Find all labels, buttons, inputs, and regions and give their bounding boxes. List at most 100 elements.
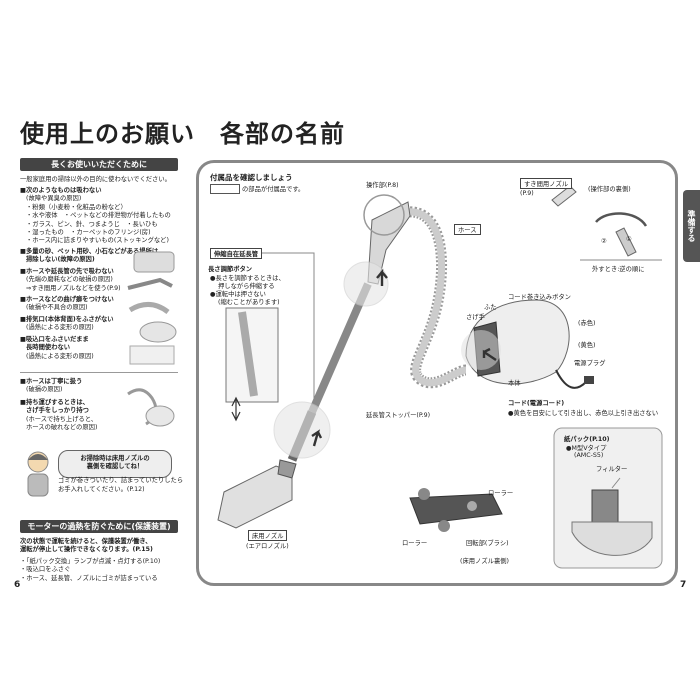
- bubble-note-1: ゴミが巻きついたり、詰まっていたりしたら: [58, 477, 184, 484]
- label-step-1: ①: [626, 236, 632, 243]
- exhaust-sub: (過熱による変形の原因): [26, 324, 94, 332]
- carry-sub: (ホースで持ち上げると、: [26, 415, 98, 423]
- label-length-button: 長さ調節ボタン: [208, 266, 253, 273]
- grip-back-nozzle: [615, 227, 637, 257]
- no-suck-item: ・ガラス、ピン、針、つまようじ ・長いひも: [26, 220, 158, 228]
- sand-illustration: [133, 251, 175, 273]
- carry-illustration: [127, 388, 175, 427]
- no-suck-item: ・粉類（小麦粉・化粧品の粉など）: [26, 203, 127, 211]
- accessory-note: の部品が付属品です。: [242, 186, 305, 193]
- label-cord-note: ●黄色を目安にして引き出し、赤色以上引き出さない: [508, 410, 659, 417]
- body-highlight: [461, 330, 501, 370]
- intake-sub: (過熱による変形の原因): [26, 352, 94, 360]
- hose-tip-illustration: [127, 277, 173, 290]
- page-number-right: 7: [680, 580, 687, 590]
- upper-highlight: [343, 261, 389, 307]
- power-plug-drawing: [584, 376, 594, 384]
- exhaust-title: ■排気口(本体背面)をふさがない: [20, 316, 114, 323]
- ext-note-2: ●運転中は押さない: [210, 291, 266, 298]
- label-body: 本体: [508, 380, 521, 387]
- label-floor-nozzle: 床用ノズル: [248, 530, 288, 541]
- section-exhaust: ■排気口(本体背面)をふさがない (過熱による変形の原因): [20, 316, 114, 333]
- label-floor-nozzle-sub: (エアロノズル): [246, 543, 289, 550]
- motor-item: ・「紙パック交換」ランプが点滅・点灯する(P.10): [20, 557, 161, 565]
- label-cord-button: コード巻き込みボタン: [508, 294, 571, 301]
- label-paper-bag: 紙パック(P.10): [564, 436, 610, 443]
- section-heading-motor: モーターの過熱を防ぐために(保護装置): [20, 520, 178, 533]
- label-bag-type: ●M型Vタイプ: [566, 445, 607, 452]
- label-red: (赤色): [578, 320, 596, 327]
- no-suck-item: ・ホース内に詰まりやすいもの(ストッキングなど): [26, 237, 169, 245]
- sand-title-2: 掃除しない(故障の原因): [26, 256, 95, 264]
- power-cord: [555, 369, 587, 389]
- carry-title-2: さげ手をしっかり持つ: [26, 407, 89, 415]
- no-suck-item: ・水や液体 ・ペットなどの排泄物が付着したもの: [26, 212, 171, 220]
- bend-title: ■ホースなどの曲げ癖をつけない: [20, 296, 114, 303]
- label-filter: フィルター: [596, 466, 628, 473]
- hose-body: [405, 208, 467, 387]
- sand-title: ■多量の砂、ペット用砂、小石などがある場所は: [20, 248, 159, 255]
- grip-callout-circle: [363, 194, 405, 236]
- label-roller-1: ローラー: [488, 490, 514, 497]
- roller-icon: [438, 520, 450, 532]
- parts-diagram: [217, 185, 663, 569]
- section-hose-tip: ■ホースや延長管の先で吸わない (先端の磨耗などの破損の原因) ⇒すき間用ノズル…: [20, 268, 121, 293]
- label-cord: コード(電源コード): [508, 400, 565, 407]
- label-crevice-nozzle: すき間用ノズル: [520, 178, 573, 189]
- floor-nozzle-drawing: [217, 465, 293, 529]
- label-lid: ふた: [484, 304, 497, 311]
- ext-note-2b: (縮むことがあります): [218, 299, 280, 306]
- section-bend: ■ホースなどの曲げ癖をつけない (破損や不具合の原因): [20, 296, 114, 313]
- body-open-drawing: [571, 521, 653, 556]
- motor-text-2: 運転が停止して操作できなくなります。(P.15): [20, 546, 153, 554]
- intro-text: 一般家庭用の掃除以外の目的に使わないでください。: [20, 176, 171, 183]
- tip-bubble: お掃除時は床用ノズルの 裏側を確認してね！: [58, 450, 172, 478]
- label-bag-model: (AMC-S5): [574, 452, 604, 459]
- no-suck-title: ■次のようなものは吸わない: [20, 187, 102, 194]
- intake-illustration: [129, 345, 175, 365]
- section-hose-care: ■ホースは丁寧に扱う (破損の原因): [20, 378, 82, 395]
- intake-title: ■吸込口をふさいだまま: [20, 336, 89, 343]
- woman-illustration: [27, 451, 49, 497]
- insert-arrow-icon: [482, 347, 497, 361]
- side-tab-prepare: 準備する: [683, 190, 700, 262]
- bubble-line-2: 裏側を確認してね！: [86, 463, 144, 471]
- bubble-note-2: お手入れしてください。(P.12): [58, 486, 145, 493]
- brush-icon: [467, 501, 477, 511]
- motor-item: ・吸込口をふさぐ: [20, 566, 71, 574]
- label-grip: 操作部(P.8): [366, 182, 399, 189]
- label-power-plug: 電源プラグ: [574, 360, 606, 367]
- bend-illustration: [128, 302, 170, 315]
- carry-title: ■持ち運びするときは、: [20, 399, 89, 406]
- care-illustrations: [127, 251, 177, 365]
- section-no-suck: ■次のようなものは吸わない (故障や異臭の原因) ・粉類（小麦粉・化粧品の粉など…: [20, 187, 171, 246]
- exhaust-illustration: [139, 321, 177, 343]
- divider: [20, 372, 178, 373]
- up-arrow-icon: [311, 429, 323, 447]
- bubble-line-1: お掃除時は床用ノズルの: [80, 455, 150, 462]
- label-hose: ホース: [454, 224, 481, 235]
- label-roller-2: ローラー: [402, 540, 428, 547]
- label-handle: さげ手: [466, 314, 485, 321]
- ext-note-1b: 押しながら伸縮する: [218, 283, 275, 290]
- hose-tip-sub: (先端の磨耗などの破損の原因): [26, 276, 113, 284]
- up-arrow-icon: [376, 268, 388, 286]
- hose-care-sub: (破損の原因): [26, 386, 63, 394]
- label-extension-title: 伸縮自在延長管: [210, 248, 263, 259]
- no-suck-sub: (故障や異臭の原因): [26, 195, 82, 203]
- no-suck-item: ・湿ったもの ・カーペットのフリンジ(房): [26, 229, 151, 237]
- hose-care-title: ■ホースは丁寧に扱う: [20, 378, 83, 385]
- extension-tube: [308, 282, 372, 414]
- crevice-nozzle-drawing: [551, 185, 577, 207]
- nozzle-back-drawing: [409, 493, 503, 525]
- label-stopper: 延長管ストッパー(P.9): [366, 412, 431, 419]
- label-grip-back: (操作部の裏側): [588, 186, 631, 193]
- label-crevice-page: (P.9): [520, 190, 534, 197]
- carry-sub-2: ホースの破れなどの原因): [26, 424, 98, 432]
- page-number-left: 6: [14, 580, 21, 590]
- label-yellow: (黄色): [578, 342, 596, 349]
- motor-item: ・ホース、延長管、ノズルにゴミが詰まっている: [20, 574, 158, 582]
- hose-tip-sub-2: ⇒すき間用ノズルなどを使う(P.9): [26, 284, 121, 292]
- grip-back-drawing: [595, 212, 648, 227]
- lower-highlight: [273, 401, 331, 459]
